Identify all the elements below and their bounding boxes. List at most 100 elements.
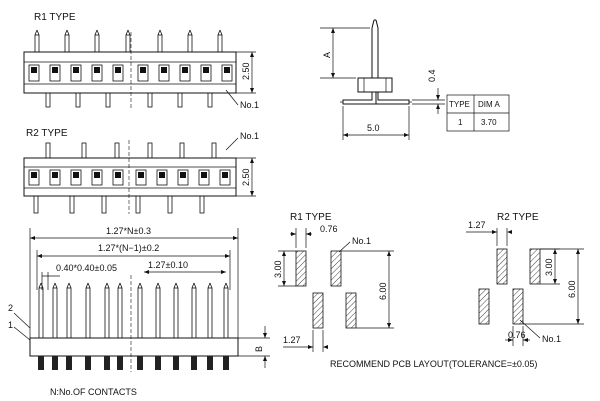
dim-0-4: 0.4 xyxy=(412,69,445,114)
front-pin-tip xyxy=(38,282,42,289)
front-pin-tip xyxy=(137,282,141,289)
front-pin-tip xyxy=(117,282,121,289)
front-pin-tip xyxy=(173,282,177,289)
r1-cell-pin xyxy=(203,67,209,73)
r1-cell xyxy=(70,64,82,82)
r1-pin-tip xyxy=(187,29,191,36)
r2-pin-top xyxy=(179,142,185,159)
r1-pin-top xyxy=(217,34,223,53)
r1-pin-tip xyxy=(94,29,98,36)
r2-type-label: R2 TYPE xyxy=(26,128,68,139)
r1-cell-pin xyxy=(73,67,79,73)
r1-pin-bottom xyxy=(177,92,183,108)
front-view xyxy=(29,275,239,372)
r2-cell xyxy=(91,169,103,186)
front-pin-tail xyxy=(104,356,110,370)
front-pin-tail xyxy=(52,356,58,370)
pcb-r2-layout: 1.27 3.00 6.00 No.1 0.76 xyxy=(466,220,584,346)
r1-pin-bottom xyxy=(75,92,81,108)
front-pin xyxy=(66,287,72,339)
r2-pin-top xyxy=(45,142,51,159)
pcb-r2-300: 3.00 xyxy=(544,258,554,276)
pcb-r2-no1: No.1 xyxy=(542,334,561,344)
r2-cell xyxy=(156,169,168,186)
r1-cell-pin xyxy=(52,67,58,73)
r2-cell-pin xyxy=(73,172,79,178)
r1-pin-tip xyxy=(217,29,221,36)
front-pin xyxy=(38,287,44,339)
pcb-r2-600: 6.00 xyxy=(567,280,577,298)
r2-cell xyxy=(198,169,210,186)
r1-pitch-dimension: 2.50 xyxy=(236,51,256,94)
front-pin xyxy=(173,287,179,339)
r2-cell xyxy=(219,169,231,186)
r1-top-view xyxy=(23,29,237,110)
front-pin-tip xyxy=(68,282,72,289)
front-pin-tail xyxy=(117,356,123,370)
front-pin-tip xyxy=(209,282,213,289)
front-pin-tip xyxy=(207,282,211,289)
length-pitch-tol-label: 0.40*0.40±0.05 xyxy=(56,263,117,273)
r1-cell-pin xyxy=(140,67,146,73)
r1-cell-pin xyxy=(224,67,230,73)
r1-cell xyxy=(158,64,170,82)
r2-pin-bottom xyxy=(135,195,141,214)
front-pin-tip xyxy=(87,282,91,289)
pcb-layout-note: RECOMMEND PCB LAYOUT(TOLERANCE=±0.05) xyxy=(330,359,537,369)
r2-cell-pin xyxy=(52,172,58,178)
r2-pin-bottom xyxy=(167,195,173,214)
r2-pin-bottom xyxy=(101,195,107,214)
front-pin xyxy=(85,287,91,339)
r2-cell-pin xyxy=(180,172,186,178)
dim-5-0-label: 5.0 xyxy=(367,123,380,133)
length-n1-label: 1.27*(N−1)±0.2 xyxy=(98,243,159,253)
r2-cell xyxy=(28,169,40,186)
front-pin-tip xyxy=(85,282,89,289)
table-cell-type: 1 xyxy=(458,118,463,127)
r1-pin-tip xyxy=(219,29,223,36)
dim-a-label: A xyxy=(322,52,332,58)
front-pin-tip xyxy=(157,282,161,289)
front-pin xyxy=(191,287,197,339)
r2-pin-top xyxy=(211,142,217,159)
r1-cell-pin xyxy=(94,67,100,73)
pcb-r1-layout: 0.76 No.1 3.00 6.00 1.27 xyxy=(273,224,394,352)
r1-pin-top xyxy=(187,34,193,53)
pcb-r1-300: 3.00 xyxy=(273,260,283,278)
front-pin-tip xyxy=(106,282,110,289)
front-pin-tip xyxy=(139,282,143,289)
dim-b: B xyxy=(238,326,270,368)
r1-cell-pin xyxy=(115,67,121,73)
front-pin-tip xyxy=(175,282,179,289)
dim-5-0: 5.0 xyxy=(342,106,410,140)
r1-pin-bottom xyxy=(45,92,51,108)
r2-cell xyxy=(49,169,61,186)
r1-cell-pin xyxy=(161,67,167,73)
r1-pin-tip xyxy=(64,29,68,36)
r1-pitch-value: 2.50 xyxy=(241,62,251,80)
r1-no1-callout: No.1 xyxy=(225,89,259,110)
r1-pin-top xyxy=(125,34,131,53)
r1-cell xyxy=(179,64,191,82)
r1-pin-tip xyxy=(189,29,193,36)
front-pin xyxy=(155,287,161,339)
marker-2-label: 2 xyxy=(8,303,13,313)
front-pin-tip xyxy=(223,282,227,289)
front-pin-tip xyxy=(104,282,108,289)
r1-pin-top xyxy=(34,34,40,53)
pcb-r1-127: 1.27 xyxy=(283,335,301,345)
front-pin xyxy=(223,287,229,339)
r1-cell xyxy=(49,64,61,82)
r2-pin-top xyxy=(114,142,120,159)
dim-table: TYPE DIM A 1 3.70 xyxy=(446,94,510,132)
r2-pin-bottom xyxy=(69,195,75,214)
side-markers: 2 1 xyxy=(8,303,31,341)
r2-pin-bottom xyxy=(33,195,39,214)
front-pin-tail xyxy=(38,356,44,370)
front-pin-tip xyxy=(54,282,58,289)
r2-cell-pin xyxy=(222,172,228,178)
r2-cell-pin xyxy=(94,172,100,178)
r1-cell xyxy=(28,64,40,82)
front-pin-tail xyxy=(207,356,213,370)
